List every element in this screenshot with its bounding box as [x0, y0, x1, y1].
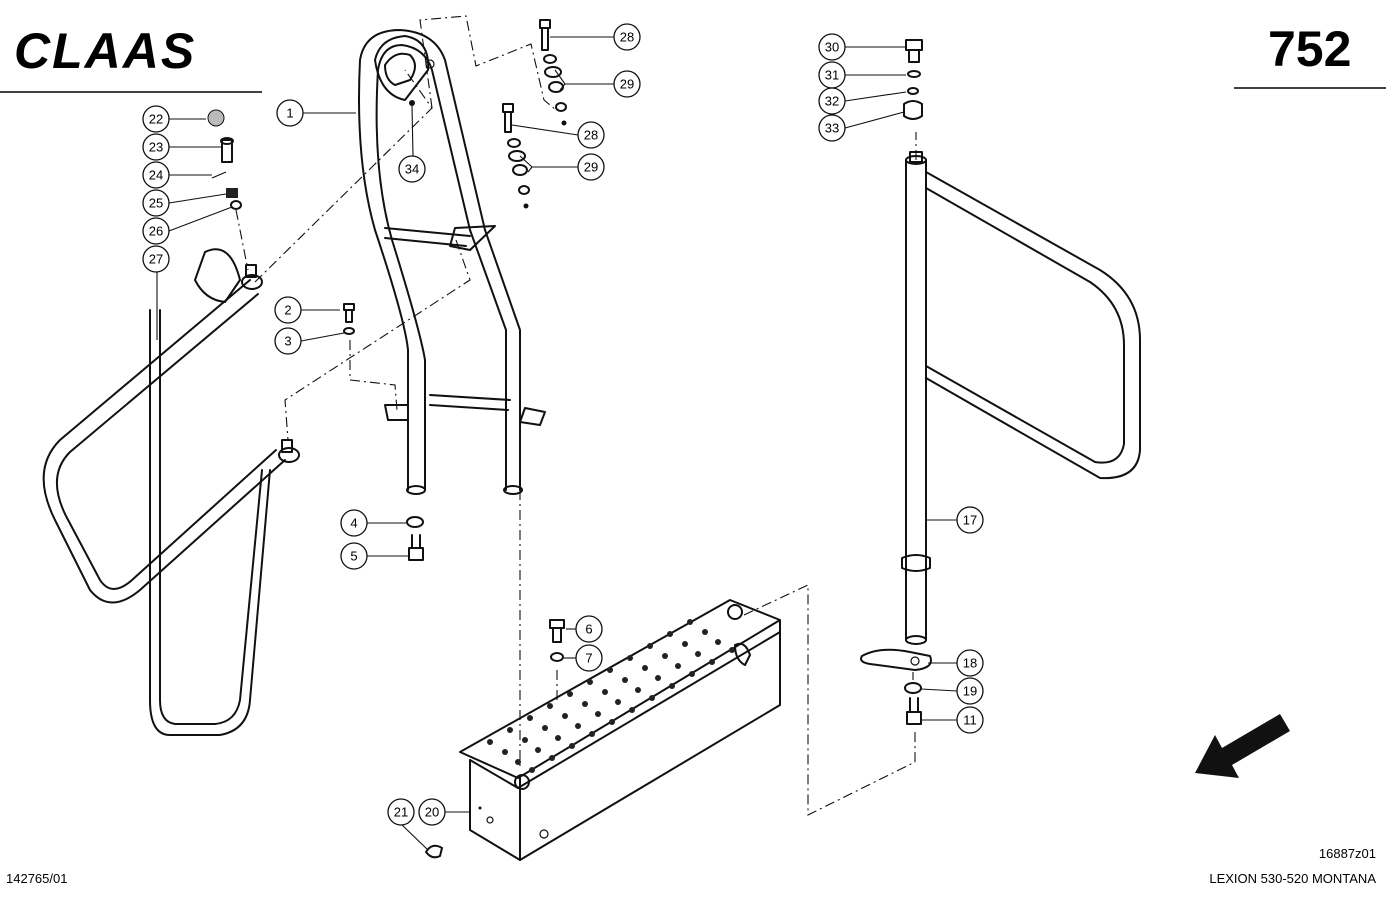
callout-4: 4 — [340, 509, 368, 537]
svg-text:21: 21 — [394, 805, 408, 820]
svg-text:19: 19 — [963, 684, 977, 699]
model-name: LEXION 530-520 MONTANA — [1209, 871, 1376, 886]
svg-text:1: 1 — [286, 106, 293, 121]
svg-text:3: 3 — [284, 334, 291, 349]
svg-text:26: 26 — [149, 224, 163, 239]
callout-17: 17 — [956, 506, 984, 534]
direction-arrow-icon — [1195, 714, 1290, 778]
callout-1: 1 — [276, 99, 304, 127]
svg-text:22: 22 — [149, 112, 163, 127]
callout-27: 27 — [142, 245, 170, 273]
callout-18: 18 — [956, 649, 984, 677]
svg-text:27: 27 — [149, 252, 163, 267]
step-box — [459, 599, 781, 861]
callout-21: 21 — [387, 798, 415, 826]
leader-lines — [156, 36, 958, 851]
callout-11: 11 — [956, 706, 984, 734]
callout-29b: 29 — [577, 153, 605, 181]
callout-28b: 28 — [577, 121, 605, 149]
svg-text:25: 25 — [149, 196, 163, 211]
callout-22: 22 — [142, 105, 170, 133]
callout-28a: 28 — [613, 23, 641, 51]
perforation-holes — [487, 619, 735, 773]
callout-7: 7 — [575, 644, 603, 672]
callout-24: 24 — [142, 161, 170, 189]
drawing-id: 142765/01 — [6, 871, 67, 886]
svg-text:30: 30 — [825, 40, 839, 55]
callout-30: 30 — [818, 33, 846, 61]
callout-31: 31 — [818, 61, 846, 89]
hardware-parts — [207, 19, 923, 859]
callout-33: 33 — [818, 114, 846, 142]
svg-text:18: 18 — [963, 656, 977, 671]
svg-text:6: 6 — [585, 622, 592, 637]
figure-ref: 16887z01 — [1319, 846, 1376, 861]
callout-6: 6 — [575, 615, 603, 643]
svg-text:4: 4 — [350, 516, 357, 531]
callout-5: 5 — [340, 542, 368, 570]
callout-25: 25 — [142, 189, 170, 217]
callout-23: 23 — [142, 133, 170, 161]
svg-text:2: 2 — [284, 303, 291, 318]
brand-logo: CLAAS — [14, 23, 196, 79]
svg-text:24: 24 — [149, 168, 163, 183]
svg-text:28: 28 — [620, 30, 634, 45]
callout-34: 34 — [398, 155, 426, 183]
callout-29a: 29 — [613, 70, 641, 98]
svg-text:34: 34 — [405, 162, 419, 177]
callout-19: 19 — [956, 677, 984, 705]
right-handrail — [860, 151, 1141, 671]
svg-text:20: 20 — [425, 805, 439, 820]
callouts: 1 2 3 4 5 6 7 11 17 18 19 20 21 22 23 24… — [142, 23, 984, 826]
svg-text:28: 28 — [584, 128, 598, 143]
svg-text:11: 11 — [963, 713, 977, 728]
svg-text:33: 33 — [825, 121, 839, 136]
svg-text:5: 5 — [350, 549, 357, 564]
ladder-frame — [358, 29, 546, 495]
svg-text:29: 29 — [620, 77, 634, 92]
svg-text:17: 17 — [963, 513, 977, 528]
svg-text:7: 7 — [585, 651, 592, 666]
callout-2: 2 — [274, 296, 302, 324]
assembly-lines — [235, 15, 917, 816]
svg-text:32: 32 — [825, 94, 839, 109]
svg-text:31: 31 — [825, 68, 839, 83]
brand-logo-text: CLAAS — [14, 23, 196, 79]
left-handrail — [42, 248, 300, 736]
callout-20: 20 — [418, 798, 446, 826]
svg-text:29: 29 — [584, 160, 598, 175]
callout-26: 26 — [142, 217, 170, 245]
svg-text:23: 23 — [149, 140, 163, 155]
callout-32: 32 — [818, 87, 846, 115]
page-number: 752 — [1268, 21, 1351, 77]
callout-3: 3 — [274, 327, 302, 355]
